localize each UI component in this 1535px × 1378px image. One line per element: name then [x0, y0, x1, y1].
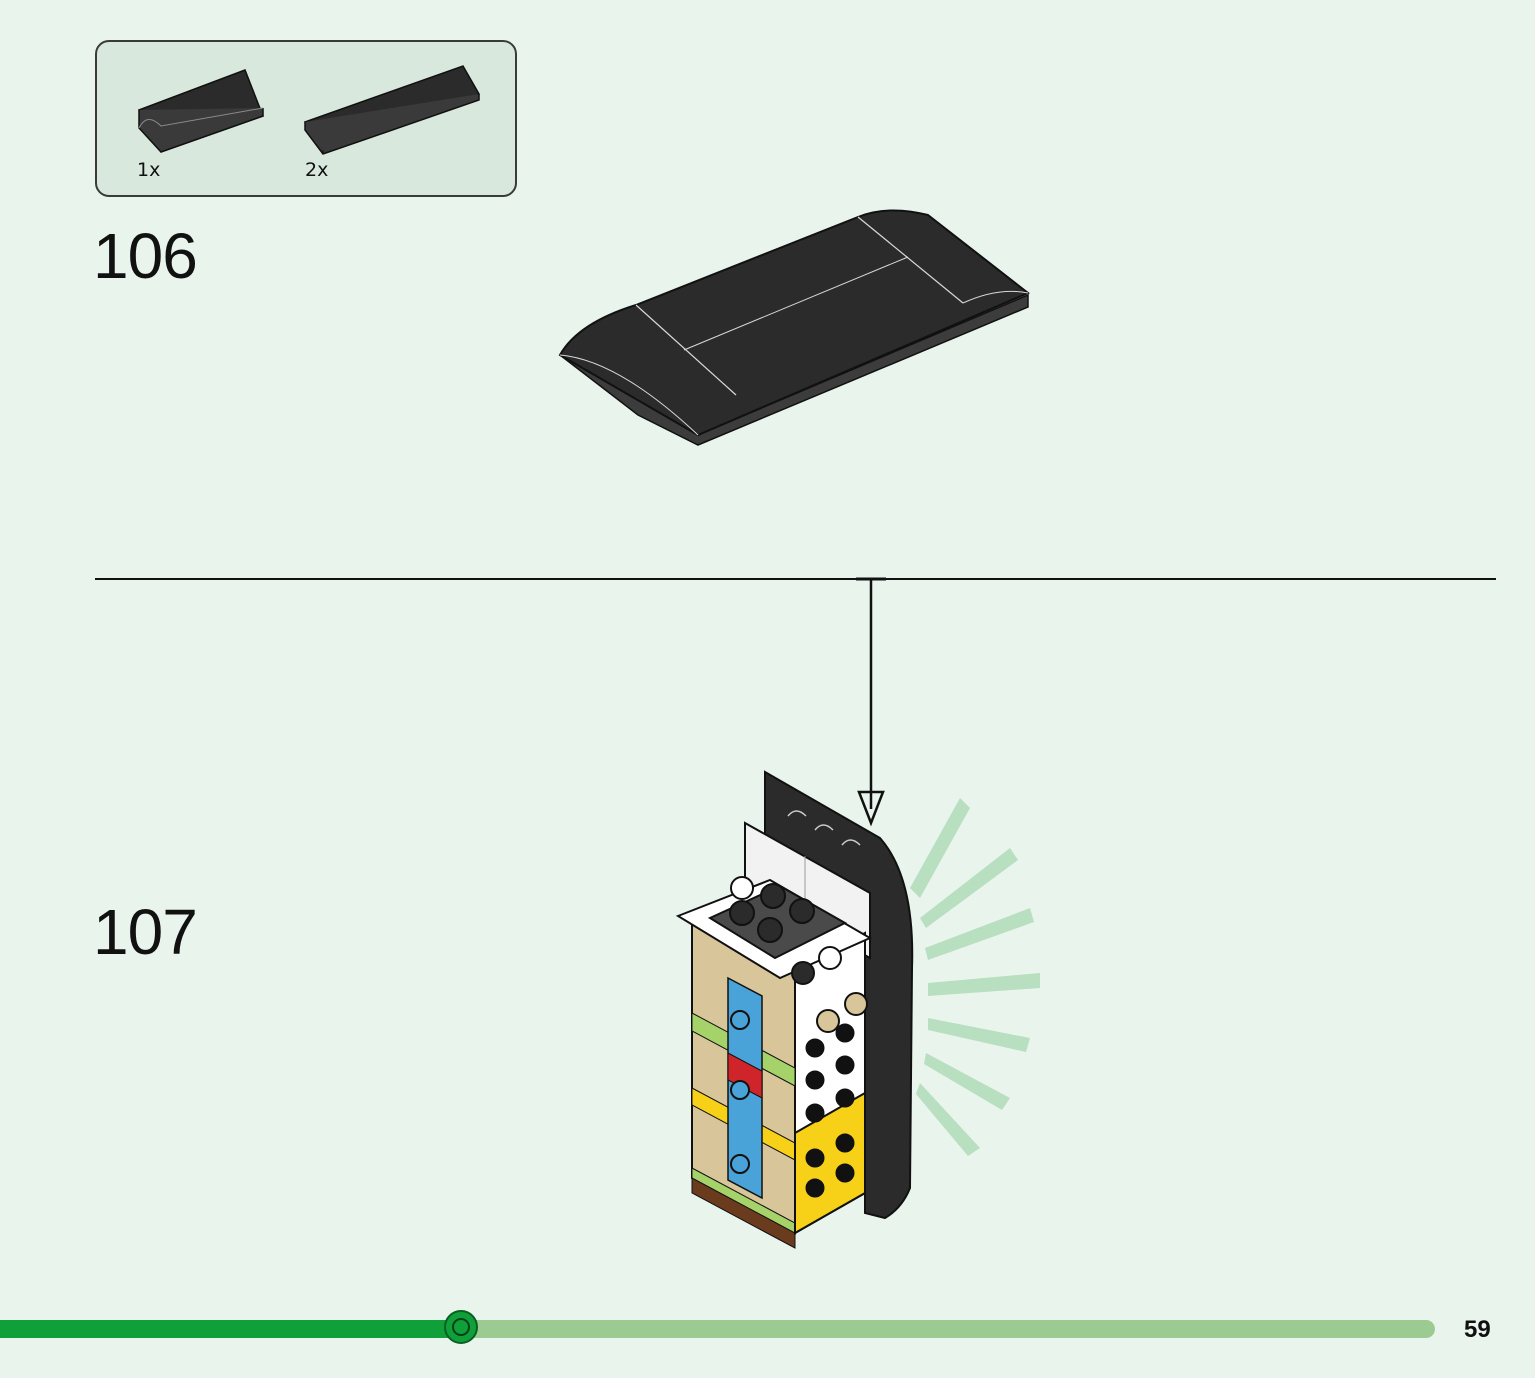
step-106-assembly-illustration [558, 209, 1030, 446]
progress-bar [0, 1310, 1435, 1344]
progress-bar-fill [0, 1320, 461, 1338]
curved-slope-long-black-icon [303, 65, 481, 155]
attach-highlight-rays [910, 798, 1040, 1156]
step-number-106: 106 [93, 220, 198, 292]
step-number-107: 107 [93, 896, 198, 968]
curved-slope-black-icon [137, 69, 264, 153]
page-number: 59 [1464, 1316, 1491, 1343]
parts-callout: 1x 2x [95, 40, 517, 197]
part-2-quantity: 2x [305, 159, 329, 181]
step-107-assembly-illustration [675, 770, 1040, 1249]
part-1-quantity: 1x [137, 159, 161, 181]
progress-indicator-knob [444, 1310, 478, 1344]
step-divider [95, 578, 1496, 580]
placement-arrow [856, 577, 886, 827]
